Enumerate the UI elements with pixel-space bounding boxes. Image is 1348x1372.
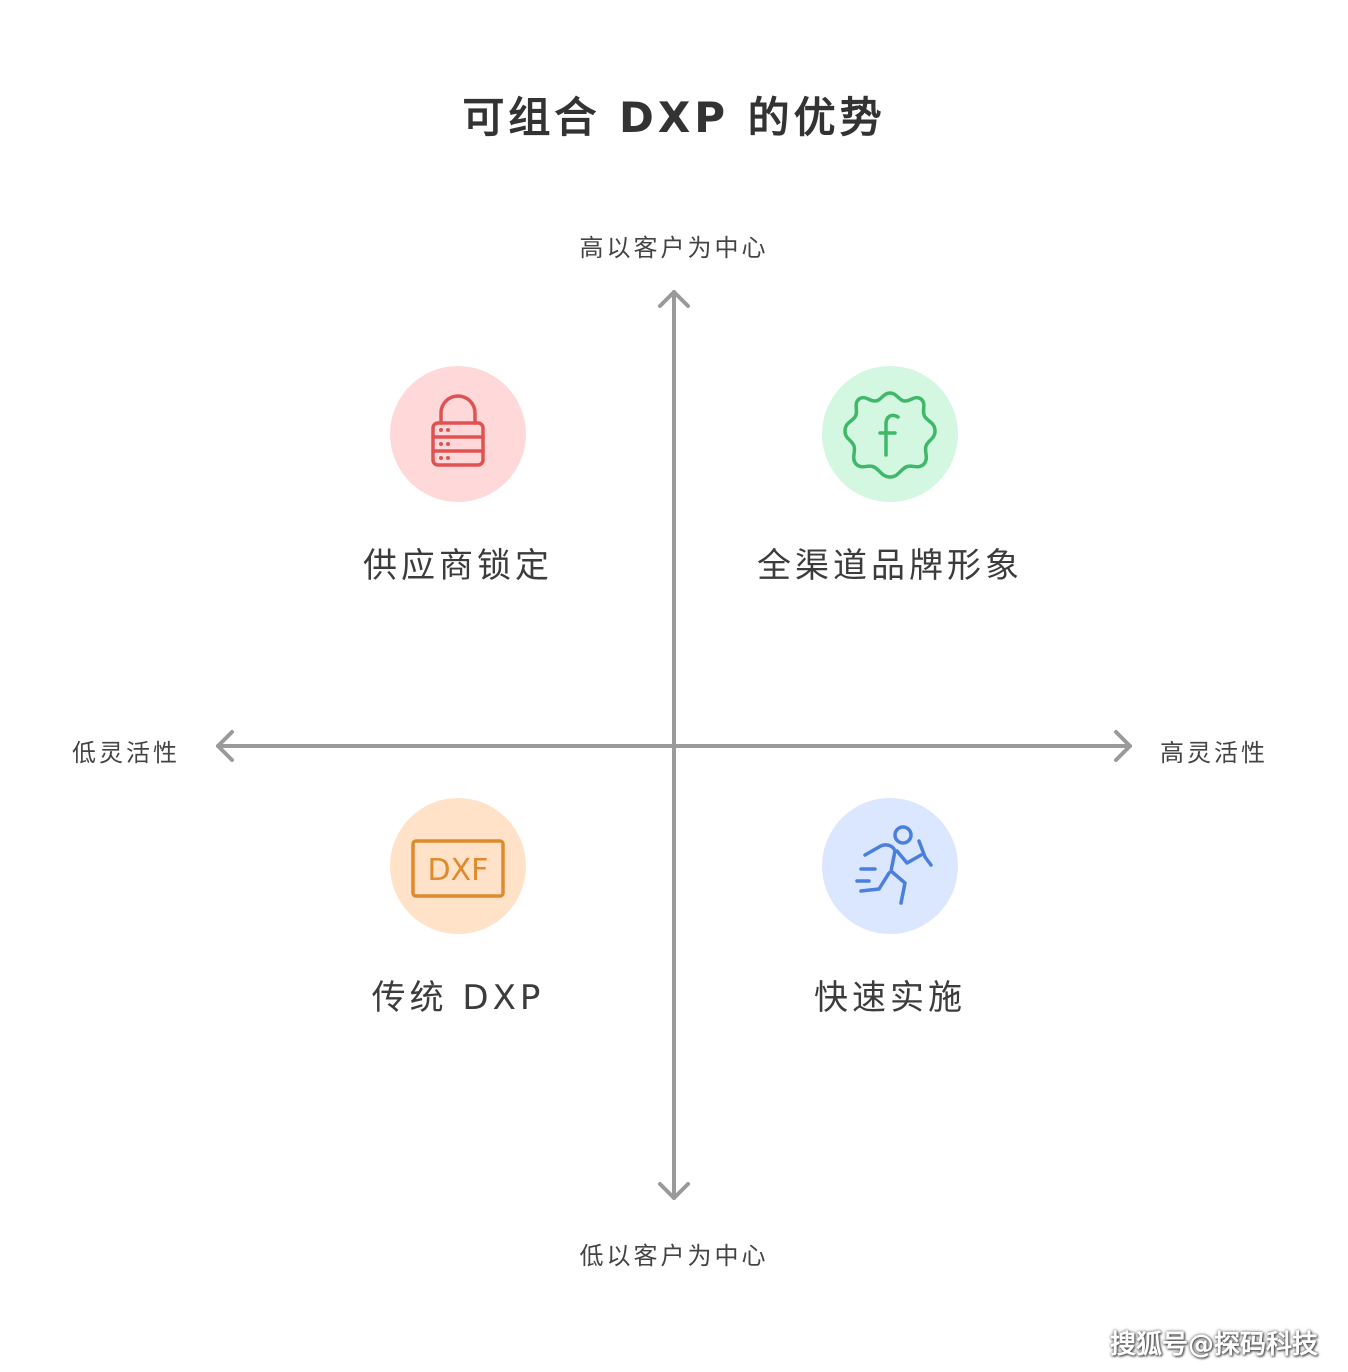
dxf-text: DXF [428, 853, 489, 888]
axis-label-right: 高灵活性 [1160, 739, 1268, 767]
icon-circle [822, 798, 958, 934]
badge-f-icon [843, 391, 937, 479]
lock-server-icon [431, 394, 485, 467]
dxf-file-icon: DXF [411, 839, 505, 898]
icon-circle [822, 366, 958, 502]
axis-label-left: 低灵活性 [72, 739, 180, 767]
axis-label-bottom: 低以客户为中心 [579, 1242, 769, 1270]
arrow-down-icon [658, 1182, 690, 1200]
quadrant-bottom-left: DXF 传统 DXP [258, 798, 658, 1019]
watermark: 搜狐号@探码科技 [1109, 1330, 1318, 1360]
quadrant-label: 全渠道品牌形象 [757, 546, 1023, 586]
quadrant-bottom-right: 快速实施 [690, 798, 1090, 1019]
icon-circle [390, 366, 526, 502]
running-person-icon [855, 825, 933, 905]
quadrant-label: 供应商锁定 [363, 546, 553, 586]
arrow-right-icon [1114, 730, 1132, 762]
quadrant-label: 快速实施 [814, 978, 966, 1018]
arrow-left-icon [216, 730, 234, 762]
icon-circle: DXF [390, 798, 526, 934]
diagram-title: 可组合 DXP 的优势 [462, 93, 886, 142]
quadrant-top-left: 供应商锁定 [258, 366, 658, 587]
quadrant-top-right: 全渠道品牌形象 [690, 366, 1090, 587]
axis-label-top: 高以客户为中心 [579, 234, 769, 262]
quadrant-label: 传统 DXP [371, 978, 545, 1018]
arrow-up-icon [658, 290, 690, 308]
